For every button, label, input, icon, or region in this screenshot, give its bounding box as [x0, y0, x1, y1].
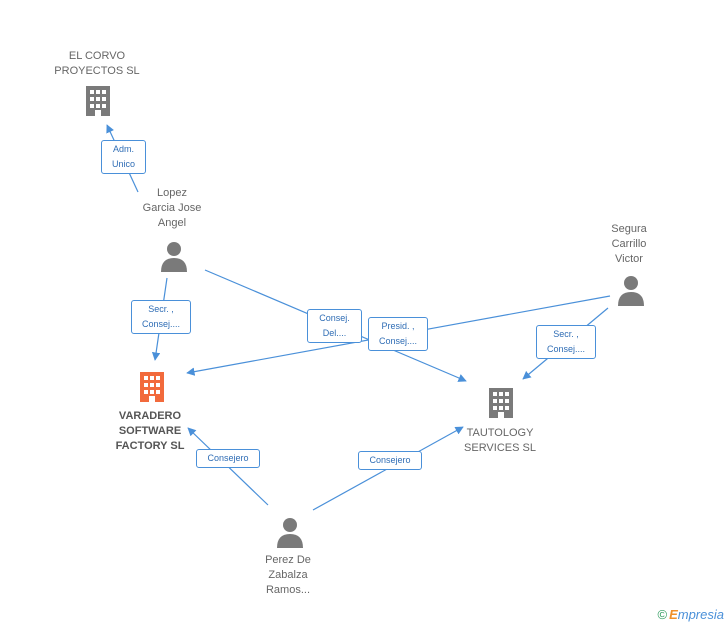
node-label-perez[interactable]: Perez De Zabalza Ramos...	[265, 554, 311, 596]
edge-label-segura-secr: Secr. , Consej....	[536, 325, 596, 359]
copyright-icon: ©	[657, 607, 668, 622]
person-icon	[277, 518, 303, 548]
edge-label-perez-tautology: Consejero	[358, 451, 422, 470]
edge-label-adm-unico: Adm. Unico	[101, 140, 146, 174]
node-label-el-corvo[interactable]: EL CORVO PROYECTOS SL	[54, 50, 140, 77]
node-label-segura[interactable]: Segura Carrillo Victor	[611, 223, 647, 265]
edge-label-lopez-secr: Secr. , Consej....	[131, 300, 191, 334]
person-icon	[161, 242, 187, 272]
building-icon	[86, 86, 110, 116]
node-label-tautology[interactable]: TAUTOLOGY SERVICES SL	[464, 427, 536, 454]
node-label-varadero[interactable]: VARADERO SOFTWARE FACTORY SL	[115, 410, 185, 452]
building-icon	[489, 388, 513, 418]
edge-label-perez-varadero: Consejero	[196, 449, 260, 468]
brand-footer: ©Empresia	[657, 607, 724, 622]
edge-label-presid: Presid. , Consej....	[368, 317, 428, 351]
brand-logo-e: E	[669, 607, 678, 622]
brand-logo-text: mpresia	[677, 607, 724, 622]
edge-label-consej-del: Consej. Del....	[307, 309, 362, 343]
building-icon	[140, 372, 164, 402]
person-icon	[618, 276, 644, 306]
node-label-lopez[interactable]: Lopez Garcia Jose Angel	[142, 187, 202, 229]
